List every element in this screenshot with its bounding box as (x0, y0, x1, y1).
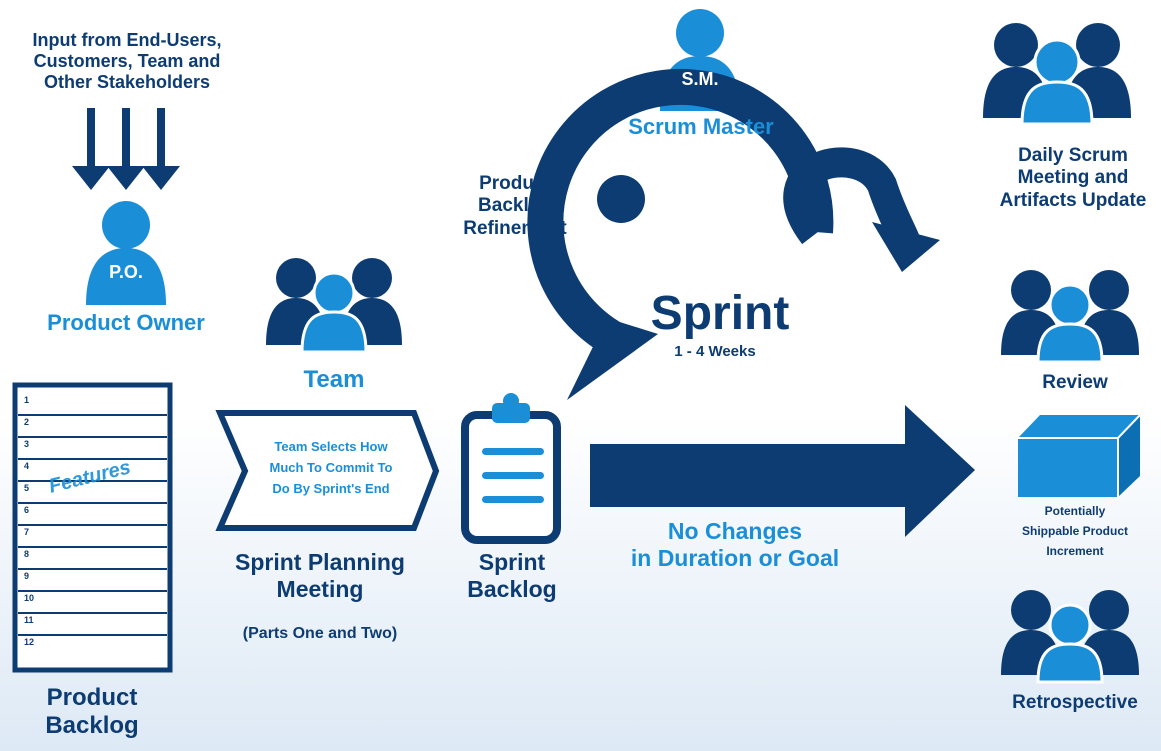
arrow-down-icon (72, 108, 110, 190)
review-people-group-icon (1001, 270, 1139, 364)
product-owner-label: Product Owner (47, 310, 205, 335)
chevron-icon (215, 410, 440, 531)
po-initials: P.O. (109, 262, 143, 282)
chevron-text: Team Selects How Much To Commit To Do By… (269, 439, 393, 496)
sprint-backlog-label: Sprint Backlog (467, 549, 557, 603)
no-changes-text: No Changes in Duration or Goal (630, 518, 840, 572)
backlog-row-number: 12 (24, 637, 35, 647)
arrow-down-icon (107, 108, 145, 190)
backlog-row-number: 4 (24, 461, 30, 471)
sm-initials: S.M. (681, 69, 719, 89)
refinement-label: Product Backlog Refinement (463, 173, 567, 239)
backlog-row-number: 11 (24, 615, 34, 625)
backlog-row-number: 2 (24, 417, 30, 427)
sprint-title: Sprint (650, 287, 790, 340)
backlog-row-number: 6 (24, 505, 30, 515)
retrospective-people-group-icon (1001, 590, 1139, 684)
cycle-arrow-icon (527, 68, 940, 400)
arrow-down-icon (142, 108, 180, 190)
refinement-dot (597, 175, 645, 223)
backlog-row-number: 7 (24, 527, 30, 537)
product-owner-person-icon (86, 201, 166, 305)
input-arrows (72, 108, 180, 190)
scrum-master-label: Scrum Master (628, 114, 774, 139)
backlog-row-number: 10 (24, 593, 35, 603)
team-label: Team (303, 366, 365, 393)
increment-label: Potentially Shippable Product Increment (1021, 504, 1128, 558)
review-label: Review (1042, 372, 1108, 393)
clipboard-icon (461, 393, 561, 544)
box-icon (1018, 414, 1141, 497)
backlog-row-number: 1 (24, 395, 30, 405)
team-people-group-icon (266, 258, 402, 354)
backlog-row-number: 9 (24, 571, 30, 581)
daily-scrum-label: Daily Scrum Meeting and Artifacts Update (999, 145, 1147, 211)
sprint-duration: 1 - 4 Weeks (674, 343, 756, 360)
inputs-text: Input from End-Users, Customers, Team an… (32, 30, 222, 93)
sprint-planning-sublabel: (Parts One and Two) (242, 625, 398, 642)
flow-arrow-icon (590, 405, 975, 537)
product-backlog-label: Product Backlog (45, 684, 139, 740)
backlog-row-number: 3 (24, 439, 30, 449)
backlog-row-number: 8 (24, 549, 30, 559)
backlog-row-number: 5 (24, 483, 30, 493)
sprint-planning-label: Sprint Planning Meeting (235, 549, 405, 603)
retrospective-label: Retrospective (1012, 692, 1138, 713)
product-backlog-table (12, 382, 173, 673)
daily-scrum-people-group-icon (983, 23, 1131, 126)
